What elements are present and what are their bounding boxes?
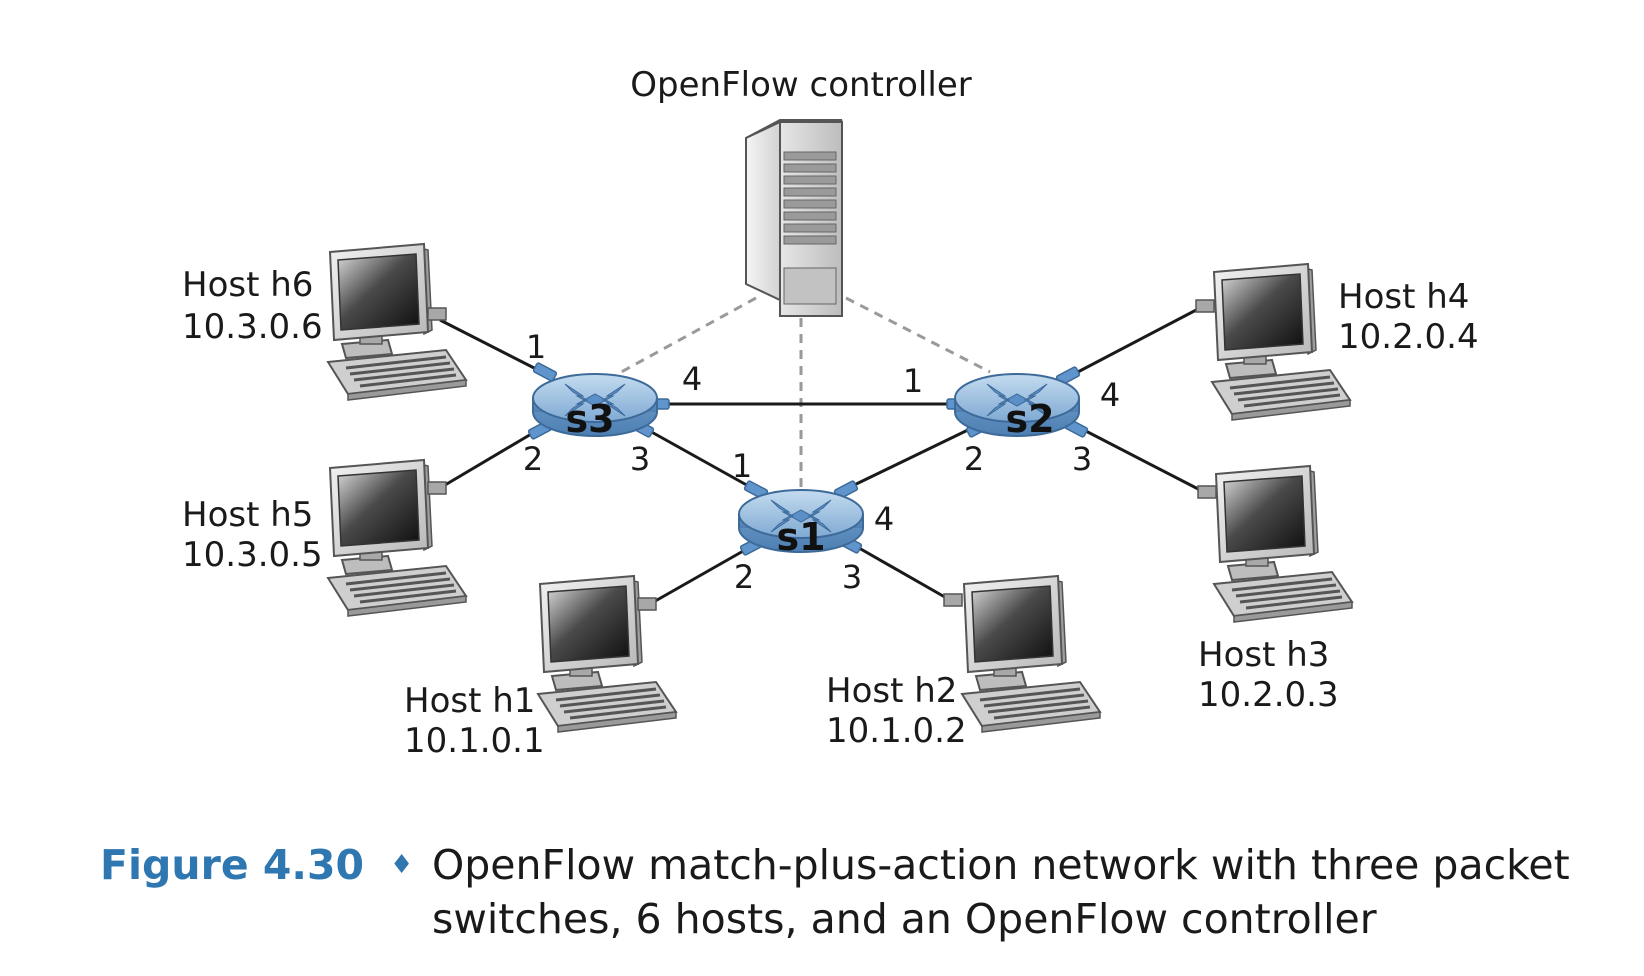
port-s2-4: 4 [1100, 376, 1120, 414]
host-h3-computer-icon [1212, 464, 1354, 624]
host-h4-computer-icon [1210, 262, 1352, 422]
port-s1-2: 2 [734, 558, 754, 596]
port-s1-3: 3 [842, 558, 862, 596]
link-h3-s2 [1079, 426, 1205, 494]
host-h3-ip: 10.2.0.3 [1198, 675, 1339, 715]
link-s3-s1 [647, 428, 753, 490]
host-h2: Host h2 10.1.0.2 [826, 574, 1102, 751]
link-s2-s1 [847, 426, 973, 490]
controller-label: OpenFlow controller [630, 65, 971, 105]
host-h4: Host h4 10.2.0.4 [1195, 262, 1479, 422]
openflow-controller-server-icon [745, 119, 843, 317]
link-h1-s1 [649, 544, 753, 606]
host-h3: Host h3 10.2.0.3 [1197, 464, 1354, 715]
figure-number: Figure 4.30 [100, 841, 365, 889]
host-h1: Host h1 10.1.0.1 [404, 574, 678, 761]
port-labels: 1 2 3 4 1 2 3 4 1 2 3 4 [523, 328, 1120, 596]
port-s3-4: 4 [682, 360, 702, 398]
switch-s1-label: s1 [776, 515, 825, 559]
host-h6-ip: 10.3.0.6 [182, 307, 323, 347]
host-h6-name: Host h6 [182, 265, 313, 305]
host-h5: Host h5 10.3.0.5 [182, 458, 468, 618]
host-h4-name: Host h4 [1338, 277, 1469, 317]
link-h5-s3 [439, 428, 539, 490]
switch-s2: s2 [946, 365, 1089, 441]
host-h5-ip: 10.3.0.5 [182, 535, 323, 575]
port-s3-2: 2 [523, 440, 543, 478]
control-link-s2 [845, 296, 991, 374]
port-s2-2: 2 [964, 440, 984, 478]
caption-separator: ♦ [390, 850, 414, 880]
link-h4-s2 [1073, 306, 1201, 376]
port-s2-3: 3 [1072, 440, 1092, 478]
control-link-s3 [613, 296, 757, 378]
port-s3-3: 3 [630, 440, 650, 478]
link-h2-s1 [851, 542, 951, 602]
host-h1-ip: 10.1.0.1 [404, 721, 545, 761]
host-h5-name: Host h5 [182, 495, 313, 535]
host-h6: Host h6 10.3.0.6 [182, 242, 468, 402]
host-h2-computer-icon [960, 574, 1102, 734]
host-h2-name: Host h2 [826, 671, 957, 711]
port-s3-1: 1 [526, 328, 546, 366]
host-h1-name: Host h1 [404, 681, 535, 721]
caption-text: OpenFlow match-plus-action network with … [432, 841, 1570, 943]
host-h4-ip: 10.2.0.4 [1338, 317, 1479, 357]
switch-s1: s1 [738, 479, 864, 559]
switch-s3: s3 [527, 361, 670, 441]
port-s1-4: 4 [874, 500, 894, 538]
port-s2-1: 1 [903, 362, 923, 400]
switch-s3-label: s3 [565, 397, 614, 441]
host-h3-name: Host h3 [1198, 635, 1329, 675]
control-links [613, 296, 991, 488]
switch-s2-label: s2 [1005, 397, 1054, 441]
data-links [439, 306, 1205, 606]
link-h6-s3 [439, 318, 543, 374]
port-s1-1: 1 [732, 447, 752, 485]
host-h2-ip: 10.1.0.2 [826, 711, 967, 751]
